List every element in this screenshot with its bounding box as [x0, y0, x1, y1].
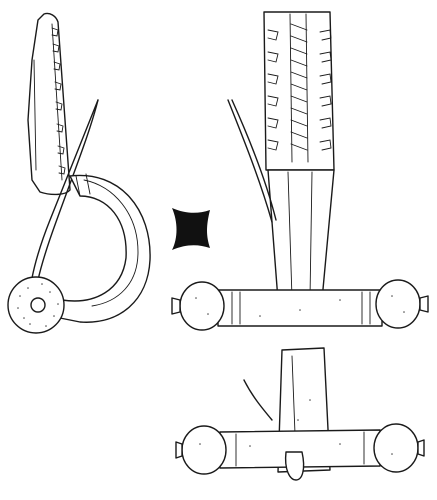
front-view: [171, 11, 429, 331]
side-disc-stipple: [17, 283, 59, 327]
front-crossbar: [217, 289, 383, 327]
cross-section: [172, 208, 210, 250]
front-bow: [267, 169, 335, 301]
side-bow: [59, 174, 151, 323]
front-plate-notches: [267, 29, 332, 151]
underside-left-knob: [181, 425, 227, 475]
front-pin: [227, 99, 273, 223]
front-foot-plate: [263, 11, 335, 171]
underside-view: [175, 347, 425, 481]
underside-right-knob: [373, 423, 419, 473]
side-pin: [31, 99, 99, 279]
underside-pin: [243, 379, 273, 421]
front-twisted-ridge: [290, 23, 308, 151]
front-right-knob: [375, 279, 421, 329]
front-left-knob: [179, 281, 225, 331]
side-view: [7, 12, 151, 334]
underside-catch: [284, 451, 305, 481]
side-plate-notches: [51, 27, 66, 175]
side-foot-plate: [27, 12, 71, 196]
